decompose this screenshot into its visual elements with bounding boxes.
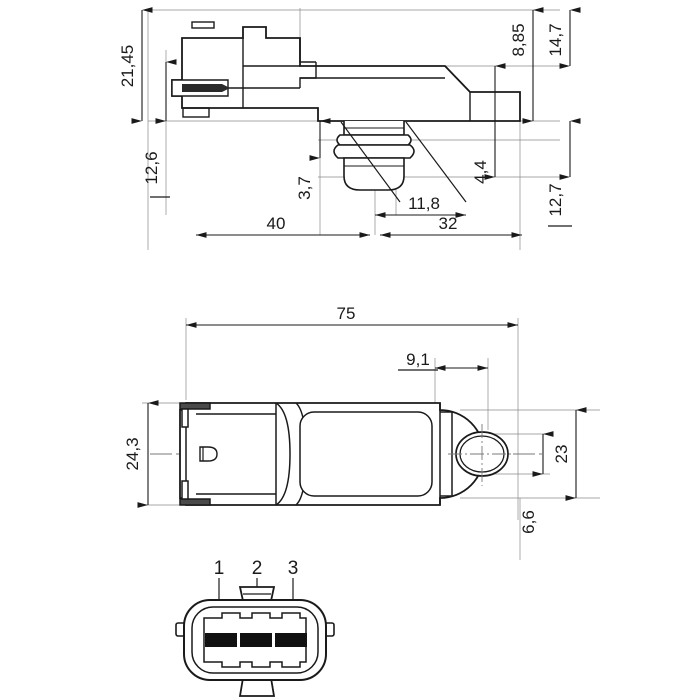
dim-label-12-6: 12,6 [142,151,161,184]
dim-label-4-4: 4,4 [471,160,490,184]
body-pocket-outline [299,411,433,497]
dim-length-total: 75 [186,304,518,328]
dim-bottom-right: 12,7 [546,183,572,227]
dim-label-40: 40 [267,214,286,233]
dim-height-lower: 12,6 [142,59,177,198]
pressure-port-nipple [333,121,415,191]
dim-port-height: 3,7 [295,118,331,200]
dim-label-11-8: 11,8 [408,194,440,213]
dim-port-offset: 11,8 [375,194,466,218]
dim-label-12-7: 12,7 [546,183,565,216]
dim-label-9-1: 9,1 [406,350,430,369]
connector-face-view: 1 2 3 [175,558,335,697]
top-plan-view: 75 9,1 24,3 23 6,6 [123,304,600,560]
key-bump-detail [199,446,218,462]
latch-slot-detail [171,79,280,97]
dim-length-left: 40 [196,214,370,238]
dim-label-32: 32 [439,214,458,233]
sensor-body-outline [171,26,521,122]
dim-label-21-45: 21,45 [118,45,137,88]
pin-blade-1 [205,633,237,647]
port-leader-lines [340,121,467,203]
pin-blade-2 [240,633,272,647]
dim-tab-width: 23 [552,407,587,501]
dim-width-total: 24,3 [123,400,159,508]
dim-label-24-3: 24,3 [123,437,142,470]
dim-label-75: 75 [337,304,356,323]
pin-label-2: 2 [252,558,263,579]
dim-label-23: 23 [552,445,571,464]
connector-collar-detail [179,402,277,506]
dim-length-right: 32 [380,214,522,238]
pin-blade-3 [275,633,307,647]
dim-label-14-7: 14,7 [546,23,565,56]
dim-step-right: 4,4 [471,63,506,184]
pin-label-1: 1 [214,558,225,579]
housing-chamfer-lines [300,65,471,121]
dim-hole-to-edge: 6,6 [519,431,554,534]
dim-label-3-7: 3,7 [295,176,314,200]
dim-height-total: 21,45 [118,7,153,124]
dim-label-8-85: 8,85 [509,23,528,56]
pin-label-3: 3 [288,558,299,579]
dim-hole-offset: 9,1 [398,350,488,371]
dim-top-right-1: 8,85 [509,7,544,124]
dim-label-6-6: 6,6 [519,510,538,534]
side-elevation-view: 21,45 12,6 3,7 4,4 8,85 14,7 [118,7,581,250]
connector-pin-blades [205,633,307,647]
dim-top-right-2: 14,7 [546,7,581,180]
mounting-hole [448,424,516,486]
